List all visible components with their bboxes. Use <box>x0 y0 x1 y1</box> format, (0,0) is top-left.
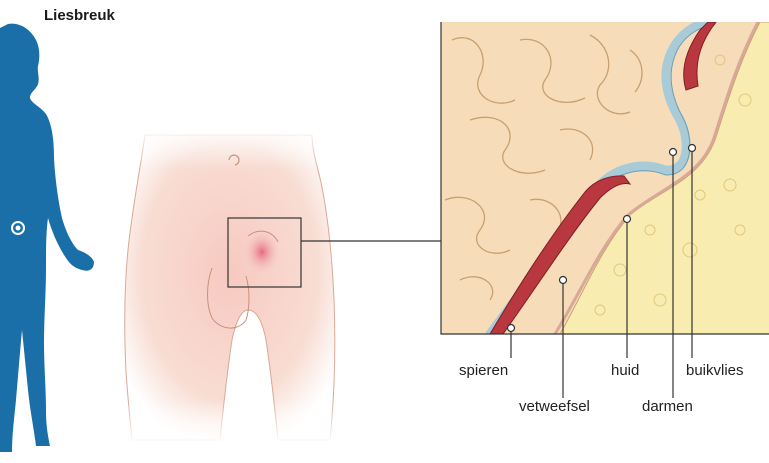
diagram-title: Liesbreuk <box>44 7 115 24</box>
torso-front-view <box>120 125 350 445</box>
label-darmen: darmen <box>642 398 693 415</box>
label-vetweefsel: vetweefsel <box>519 398 590 415</box>
cross-section-detail <box>441 22 769 334</box>
marker-buikvlies <box>689 145 696 152</box>
marker-huid <box>624 216 631 223</box>
label-huid: huid <box>611 362 639 379</box>
marker-spieren <box>508 325 515 332</box>
label-buikvlies: buikvlies <box>686 362 744 379</box>
label-spieren: spieren <box>459 362 508 379</box>
human-silhouette <box>0 24 94 452</box>
marker-darmen <box>670 149 677 156</box>
marker-vetweefsel <box>560 277 567 284</box>
